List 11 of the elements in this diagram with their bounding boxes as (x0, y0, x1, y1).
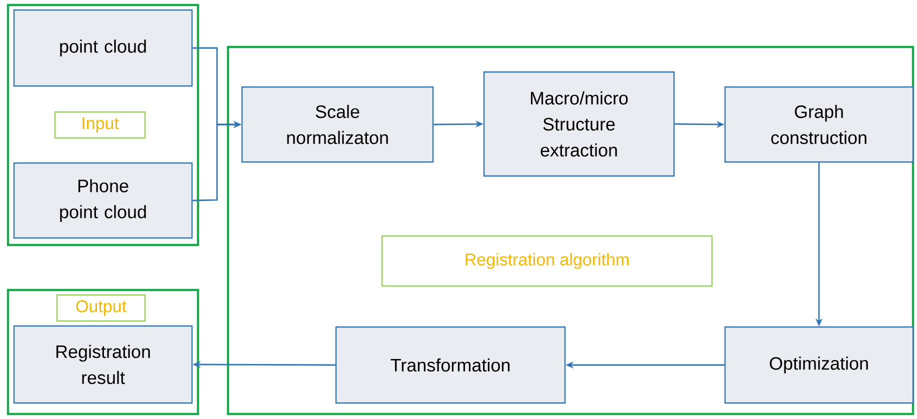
group-label: Registration algorithm (381, 235, 713, 287)
process-box: Registration result (13, 325, 193, 404)
process-box: Optimization (724, 326, 914, 404)
group-label: Input (54, 111, 146, 139)
process-box: Scale normalizaton (241, 86, 434, 163)
process-box: point cloud (13, 9, 193, 87)
group-label: Output (56, 294, 146, 322)
process-box: Transformation (335, 326, 566, 404)
process-box: Phone point cloud (13, 162, 193, 239)
process-box: Macro/micro Structure extraction (483, 71, 675, 177)
process-box: Graph construction (724, 86, 914, 163)
